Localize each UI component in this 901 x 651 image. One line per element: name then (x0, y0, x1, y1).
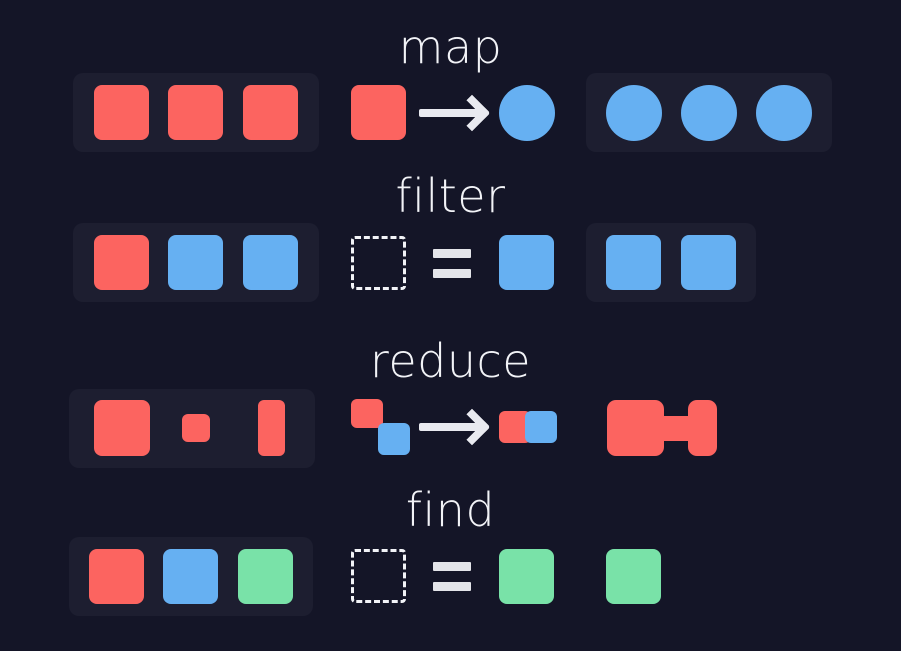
equals-icon-find (433, 562, 471, 591)
find-predicate-placeholder (351, 549, 406, 603)
row-title-reduce: reduce (369, 334, 532, 388)
map-output-item-2 (681, 85, 737, 141)
reduce-operation-source-red (351, 399, 383, 428)
find-input-item-3 (238, 549, 293, 604)
map-operation-target-circle (499, 85, 555, 141)
map-operation-source-square (351, 85, 406, 140)
reduce-operation-source-blue (378, 423, 410, 455)
equals-icon-filter (433, 249, 471, 278)
reduce-input-item-2 (182, 414, 210, 442)
find-input-item-2 (163, 549, 218, 604)
reduce-input-item-1 (94, 400, 150, 456)
filter-predicate-value (499, 235, 554, 290)
reduce-output-segment-large (607, 400, 664, 456)
map-input-item-1 (94, 85, 149, 140)
filter-input-item-3 (243, 235, 298, 290)
reduce-output-accumulator (607, 400, 717, 456)
arrow-right-icon-reduce (419, 408, 491, 446)
filter-input-item-1 (94, 235, 149, 290)
map-input-item-2 (168, 85, 223, 140)
filter-input-item-2 (168, 235, 223, 290)
reduce-operation-result-blue (525, 411, 557, 443)
map-output-item-3 (756, 85, 812, 141)
map-output-item-1 (606, 85, 662, 141)
filter-output-item-2 (681, 235, 736, 290)
row-title-find: find (405, 483, 496, 537)
map-input-item-3 (243, 85, 298, 140)
find-input-item-1 (89, 549, 144, 604)
arrow-right-icon-map (419, 94, 491, 132)
filter-output-item-1 (606, 235, 661, 290)
filter-predicate-placeholder (351, 236, 406, 290)
find-predicate-value (499, 549, 554, 604)
reduce-input-item-3 (258, 400, 285, 456)
row-title-filter: filter (395, 169, 506, 223)
find-output-item-1 (606, 549, 661, 604)
row-title-map: map (398, 20, 503, 74)
reduce-output-segment-tall (688, 400, 717, 456)
